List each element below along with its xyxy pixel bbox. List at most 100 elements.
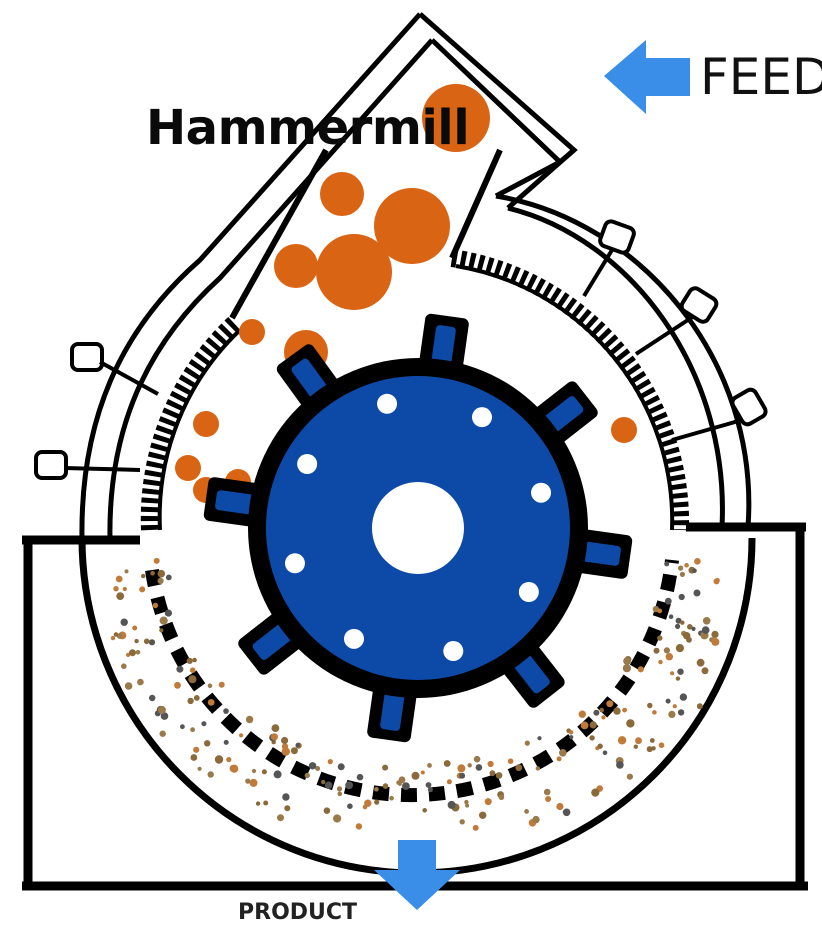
fine-particle xyxy=(153,557,160,564)
fine-particle xyxy=(281,736,289,745)
fine-particle xyxy=(207,699,215,706)
fine-particle xyxy=(535,766,540,771)
fine-particle xyxy=(670,671,675,676)
fine-particle xyxy=(204,740,211,747)
fine-particle xyxy=(374,786,379,792)
fine-particle xyxy=(295,743,300,747)
fine-particle xyxy=(663,647,671,654)
fine-particle xyxy=(711,630,719,639)
fine-particle xyxy=(207,683,213,689)
fine-particle xyxy=(589,721,597,729)
fine-particle xyxy=(524,809,529,814)
diagram-title: Hammermill xyxy=(146,100,470,156)
fine-particle xyxy=(626,719,635,728)
product-label: PRODUCT xyxy=(238,900,358,925)
fine-particle xyxy=(622,664,632,673)
fine-particle xyxy=(422,808,428,813)
fine-particle xyxy=(569,735,574,740)
fine-particle xyxy=(255,801,261,806)
fine-particle xyxy=(658,659,663,665)
fine-particle xyxy=(623,657,631,665)
fine-particle xyxy=(701,626,710,634)
fine-particle xyxy=(129,649,136,657)
fine-particle xyxy=(467,763,472,768)
fine-particle xyxy=(678,565,684,571)
fine-particle xyxy=(465,803,470,808)
fine-particle xyxy=(134,638,139,644)
fine-particle xyxy=(711,637,720,646)
fine-particle xyxy=(139,586,146,593)
fine-particle xyxy=(321,779,326,785)
fine-particle xyxy=(687,624,693,630)
fine-particle xyxy=(556,802,564,811)
fine-particle xyxy=(137,678,144,686)
fine-particle xyxy=(677,709,685,716)
fine-particle xyxy=(308,762,317,770)
fine-particle xyxy=(132,625,138,631)
fine-particle xyxy=(668,614,674,619)
fine-particle xyxy=(160,712,169,720)
fine-particle xyxy=(443,760,451,767)
fine-particle xyxy=(658,742,665,748)
fine-particle xyxy=(696,658,705,667)
fine-particle xyxy=(223,708,229,714)
fine-particle xyxy=(515,764,523,772)
fine-particle xyxy=(402,782,410,790)
fine-particle xyxy=(116,592,125,600)
fine-particle xyxy=(113,632,119,637)
fine-particle xyxy=(189,667,196,673)
fine-particle xyxy=(284,805,291,812)
fine-particle xyxy=(270,733,278,741)
fine-particle xyxy=(382,764,389,771)
fine-particle xyxy=(389,795,394,801)
fine-particle xyxy=(174,681,181,689)
fine-particle xyxy=(668,710,676,719)
fine-particle xyxy=(675,617,682,624)
fine-particle xyxy=(664,561,670,567)
fine-particle xyxy=(420,770,425,775)
fine-particle xyxy=(356,773,364,781)
rotor-hole xyxy=(344,628,364,649)
fine-particle xyxy=(457,764,466,773)
fine-particle xyxy=(157,569,166,578)
fine-particle xyxy=(113,586,119,592)
fine-particle xyxy=(473,755,481,763)
fine-particle xyxy=(124,569,129,574)
fine-particle xyxy=(249,778,258,787)
fine-particle xyxy=(679,693,688,701)
fine-particle xyxy=(622,707,627,713)
feed-particles xyxy=(175,84,637,503)
fine-particle xyxy=(675,644,685,653)
fine-particle xyxy=(678,593,685,601)
fine-particle xyxy=(487,760,494,768)
fine-particle xyxy=(281,747,290,756)
feed-label: FEED xyxy=(700,48,822,106)
fine-particle xyxy=(657,635,663,641)
rotor xyxy=(203,313,633,743)
fine-particle xyxy=(684,563,689,568)
breaker-plate xyxy=(140,249,690,531)
fine-particle xyxy=(635,737,642,745)
fine-particle xyxy=(484,798,492,806)
fine-particle xyxy=(201,721,207,727)
fine-particle xyxy=(568,730,574,735)
fine-particle xyxy=(524,740,530,746)
fine-particle xyxy=(277,814,284,822)
fine-particle xyxy=(336,786,343,792)
fine-particle xyxy=(263,800,269,806)
fine-particle xyxy=(159,616,168,625)
fine-particle xyxy=(677,668,684,675)
fine-particle xyxy=(459,819,465,825)
fine-particle xyxy=(159,628,164,633)
fine-particle xyxy=(187,697,194,705)
fine-particle xyxy=(617,736,627,745)
fine-particle xyxy=(679,571,686,578)
fine-particle xyxy=(589,735,595,741)
fine-particle xyxy=(675,623,681,630)
fine-particle xyxy=(180,724,185,730)
fine-particle xyxy=(197,766,202,771)
fine-particle xyxy=(374,799,380,805)
fine-particle xyxy=(152,602,159,609)
fine-particle xyxy=(157,577,164,585)
